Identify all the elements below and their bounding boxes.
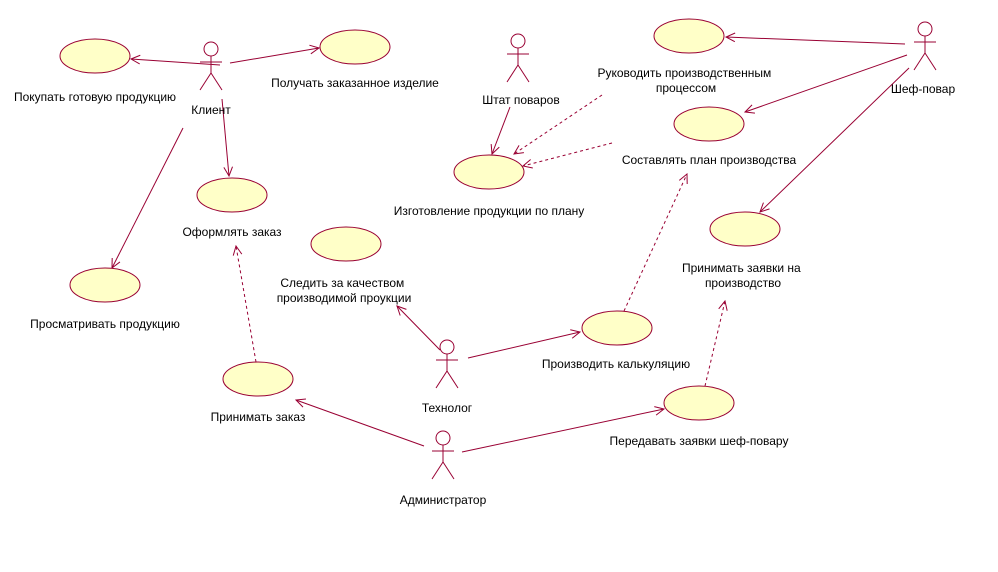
actor-technologist-label: Технолог [422, 401, 473, 415]
use-case-pass[interactable]: Передавать заявки шеф-повару [610, 385, 789, 448]
association-chef-to-plan [743, 54, 908, 114]
association-client-to-buy [129, 54, 221, 66]
actor-admin-icon [431, 430, 455, 480]
dependency-pass-to-requests [704, 299, 728, 387]
use-case-accept[interactable]: Принимать заказ [211, 361, 306, 424]
relations-layer [111, 32, 910, 453]
dependency-manage-to-produce [513, 94, 603, 155]
association-admin-to-accept [294, 398, 425, 447]
association-client-to-browse [111, 127, 184, 270]
use-case-requests[interactable]: Принимать заявки на производство [682, 211, 804, 290]
use-case-browse[interactable]: Просматривать продукцию [30, 267, 180, 331]
use-case-browse-label: Просматривать продукцию [30, 317, 180, 331]
use-case-plan[interactable]: Составлять план производства [622, 106, 797, 167]
actor-chef-icon [913, 21, 937, 71]
use-case-buy-label: Покупать готовую продукцию [14, 90, 176, 104]
association-staff-to-produce [490, 106, 511, 156]
actor-staff-icon [506, 33, 530, 83]
actor-staff-label: Штат поваров [482, 93, 559, 107]
actor-admin-label: Администратор [400, 493, 487, 507]
use-case-buy[interactable]: Покупать готовую продукцию [14, 38, 176, 104]
use-case-produce[interactable]: Изготовление продукции по плану [394, 154, 585, 218]
use-case-plan-label: Составлять план производства [622, 153, 797, 167]
use-case-calc-label: Производить калькуляцию [542, 357, 690, 371]
actor-client-label: Клиент [191, 103, 231, 117]
actor-staff[interactable]: Штат поваров [482, 33, 560, 107]
association-chef-to-requests [759, 67, 910, 213]
association-chef-to-manage [724, 32, 906, 45]
use-case-quality[interactable]: Следить за качеством производимой проукц… [277, 226, 412, 305]
association-client-to-receive [229, 44, 321, 64]
use-case-requests-label: Принимать заявки на производство [682, 261, 804, 290]
association-admin-to-pass [461, 406, 666, 453]
use-case-receive[interactable]: Получать заказанное изделие [271, 29, 439, 90]
actor-client[interactable]: Клиент [191, 41, 231, 117]
actor-chef[interactable]: Шеф-повар [891, 21, 956, 96]
use-case-order[interactable]: Оформлять заказ [182, 177, 282, 239]
use-case-accept-label: Принимать заказ [211, 410, 306, 424]
association-technologist-to-quality [396, 305, 441, 351]
use-case-calc[interactable]: Производить калькуляцию [542, 310, 690, 371]
actor-admin[interactable]: Администратор [400, 430, 487, 507]
actor-technologist-icon [435, 339, 459, 389]
use-case-receive-label: Получать заказанное изделие [271, 76, 439, 90]
dependency-accept-to-order [232, 244, 257, 363]
association-client-to-order [221, 98, 233, 178]
actor-client-icon [199, 41, 223, 91]
association-technologist-to-calc [467, 329, 582, 359]
use-case-produce-label: Изготовление продукции по плану [394, 204, 585, 218]
use-case-order-label: Оформлять заказ [182, 225, 282, 239]
dependency-plan-to-produce [521, 142, 613, 169]
actor-chef-label: Шеф-повар [891, 82, 956, 96]
use-case-pass-label: Передавать заявки шеф-повару [610, 434, 789, 448]
use-case-manage[interactable]: Руководить производственным процессом [597, 18, 774, 95]
dependency-calc-to-plan [623, 172, 688, 312]
use-case-quality-label: Следить за качеством производимой проукц… [277, 276, 412, 305]
use-case-manage-label: Руководить производственным процессом [597, 66, 774, 95]
actor-technologist[interactable]: Технолог [422, 339, 473, 415]
